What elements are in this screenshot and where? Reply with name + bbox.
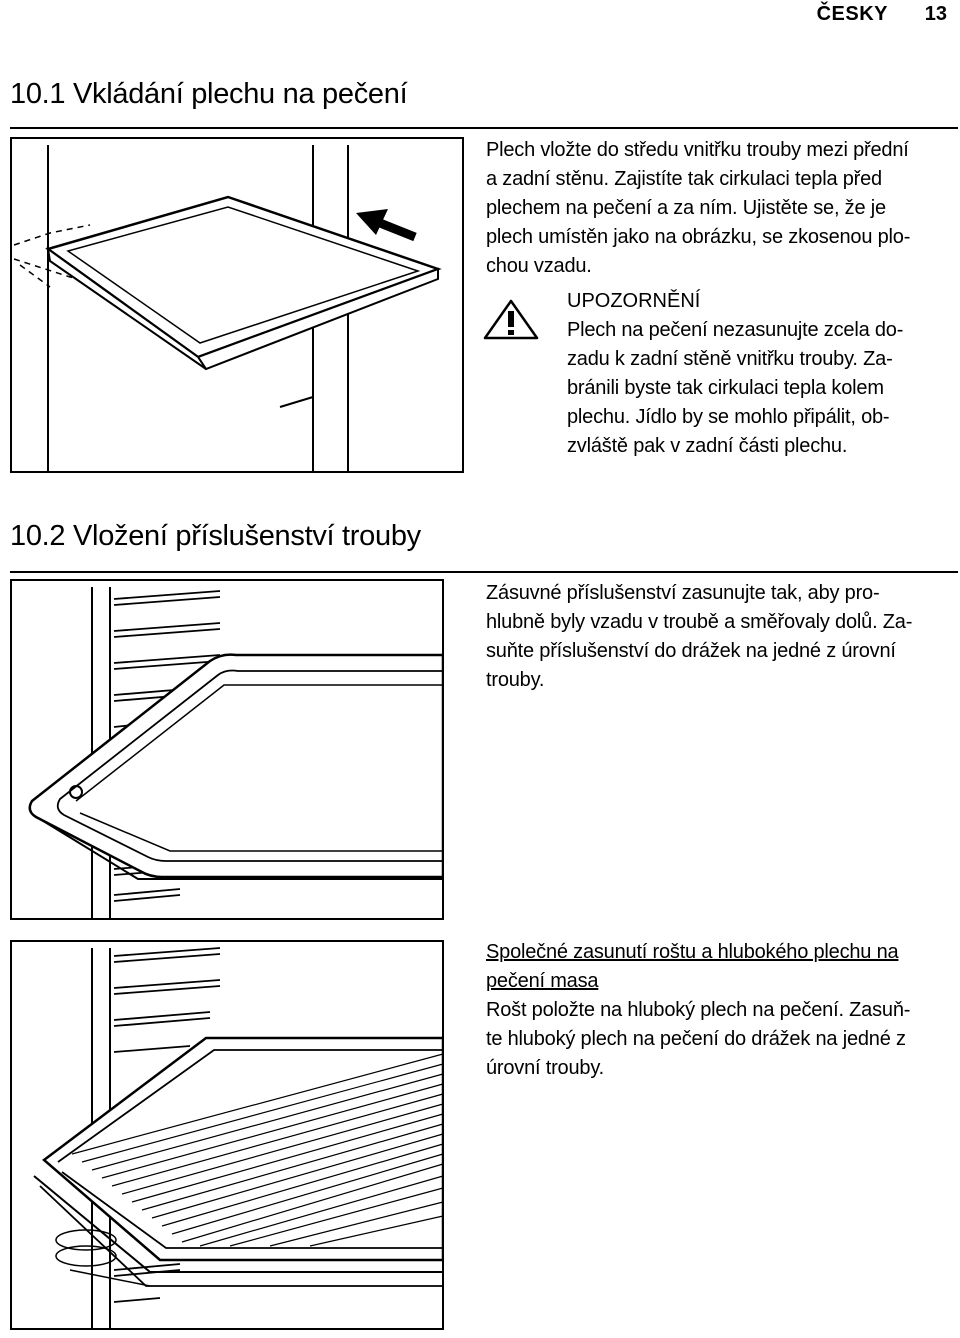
figure-grid-and-tray [10, 940, 444, 1330]
subsection-heading-line: Společné zasunutí roštu a hlubokého plec… [486, 941, 899, 963]
figure-oven-accessory [10, 579, 444, 920]
body-line: plech umístěn jako na obrázku, se zkosen… [486, 226, 911, 248]
body-line: Zásuvné příslušenství zasunujte tak, aby… [486, 582, 880, 604]
section-title-text: Vkládání plechu na pečení [73, 78, 408, 110]
body-line: plechem na pečení a za ním. Ujistěte se,… [486, 197, 886, 219]
body-line: Plech vložte do středu vnitřku trouby me… [486, 139, 909, 161]
section-title-10-2: 10.2 Vložení příslušenství trouby [10, 520, 421, 553]
figure-baking-tray-insertion [10, 137, 464, 473]
section1-body: Plech vložte do středu vnitřku trouby me… [486, 136, 946, 281]
body-line: úrovní trouby. [486, 1057, 605, 1079]
language-label: ČESKY [816, 3, 888, 25]
section-title-text: Vložení příslušenství trouby [73, 520, 421, 552]
warning-line: plechu. Jídlo by se mohlo připálit, ob- [567, 406, 890, 428]
warning-line: bránili byste tak cirkulaci tepla kolem [567, 377, 884, 399]
page-number: 13 [924, 3, 947, 25]
body-line: trouby. [486, 669, 545, 691]
warning-triangle-icon [482, 298, 540, 345]
section-number: 10.2 [10, 520, 66, 552]
body-line: suňte příslušenství do drážek na jedné z… [486, 640, 896, 662]
body-line: Rošt položte na hluboký plech na pečení.… [486, 999, 911, 1021]
page-header: ČESKY 13 [0, 0, 960, 30]
section-title-10-1: 10.1 Vkládání plechu na pečení [10, 78, 408, 111]
body-line: te hluboký plech na pečení do drážek na … [486, 1028, 906, 1050]
subsection-body: Společné zasunutí roštu a hlubokého plec… [486, 938, 951, 1083]
section2-body: Zásuvné příslušenství zasunujte tak, aby… [486, 579, 951, 695]
body-line: a zadní stěnu. Zajistíte tak cirkulaci t… [486, 168, 882, 190]
warning-line: Plech na pečení nezasunujte zcela do- [567, 319, 904, 341]
section-number: 10.1 [10, 78, 66, 110]
body-line: chou vzadu. [486, 255, 592, 277]
body-line: hlubně byly vzadu v troubě a směřovaly d… [486, 611, 913, 633]
section-divider [10, 571, 958, 573]
section-divider [10, 127, 958, 129]
warning-body: Plech na pečení nezasunujte zcela do- za… [567, 316, 952, 461]
subsection-heading-line: pečení masa [486, 970, 599, 992]
warning-line: zadu k zadní stěně vnitřku trouby. Za- [567, 348, 893, 370]
warning-line: zvláště pak v zadní části plechu. [567, 435, 848, 457]
warning-title: UPOZORNĚNÍ [567, 290, 701, 312]
